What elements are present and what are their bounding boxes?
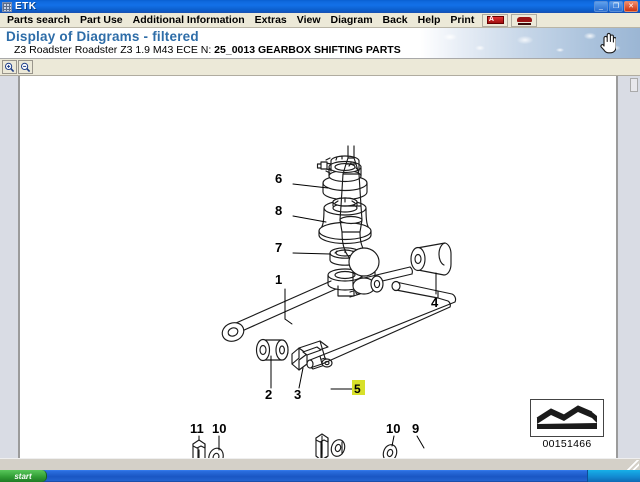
breadcrumb: Z3 Roadster Roadster Z3 1.9 M43 ECE N: 2… bbox=[6, 44, 401, 57]
callout-8: 8 bbox=[275, 203, 282, 218]
callout-11-left: 11 bbox=[190, 421, 204, 436]
left-rail bbox=[0, 76, 19, 458]
alert-red-icon bbox=[486, 15, 504, 24]
header-text-block: Display of Diagrams - filtered Z3 Roadst… bbox=[0, 28, 401, 57]
part-10-shapes bbox=[208, 439, 398, 458]
zoom-out-icon bbox=[21, 62, 31, 72]
callout-7: 7 bbox=[275, 240, 282, 255]
menu-extras[interactable]: Extras bbox=[254, 13, 287, 26]
callout-4: 4 bbox=[431, 295, 439, 310]
app-icon bbox=[2, 1, 12, 12]
page-title: Display of Diagrams - filtered bbox=[6, 29, 199, 44]
diagram-callouts: 6 8 7 1 4 2 3 5 11 10 11 10 10 9 10 12 1 bbox=[190, 171, 439, 436]
status-bar bbox=[0, 458, 640, 470]
breadcrumb-vehicle: Z3 Roadster Roadster Z3 1.9 M43 ECE N: bbox=[14, 44, 212, 56]
close-icon: ✕ bbox=[628, 3, 634, 10]
menu-view[interactable]: View bbox=[296, 13, 321, 26]
start-button[interactable]: start bbox=[0, 470, 47, 482]
callout-10-right: 10 bbox=[386, 421, 400, 436]
taskbar: start bbox=[0, 470, 640, 482]
menu-bar: Parts search Part Use Additional Informa… bbox=[0, 13, 640, 28]
window-title: ETK bbox=[15, 1, 37, 12]
callout-10-left: 10 bbox=[212, 421, 226, 436]
callout-5-highlight bbox=[352, 380, 365, 395]
application-window: ETK _ ❐ ✕ Parts search Part Use Addition… bbox=[0, 0, 640, 470]
drawing-symbol-frame bbox=[530, 399, 604, 437]
callout-6: 6 bbox=[275, 171, 282, 186]
part-5-shape bbox=[339, 145, 384, 295]
parts-diagram[interactable]: 6 8 7 1 4 2 3 5 11 10 11 10 10 9 10 12 1 bbox=[20, 76, 617, 458]
window-controls: _ ❐ ✕ bbox=[594, 1, 638, 12]
drawing-number-box: 00151466 bbox=[530, 399, 604, 450]
part-6-shape bbox=[316, 155, 368, 201]
close-button[interactable]: ✕ bbox=[624, 1, 638, 12]
breadcrumb-diagram-code: 25_0013 GEARBOX SHIFTING PARTS bbox=[214, 44, 401, 56]
right-rail bbox=[617, 76, 640, 458]
minimize-button[interactable]: _ bbox=[594, 1, 608, 12]
part-1-shape bbox=[221, 266, 413, 342]
resize-grip-icon[interactable] bbox=[627, 460, 639, 470]
zoom-in-button[interactable] bbox=[2, 60, 17, 74]
maximize-button[interactable]: ❐ bbox=[609, 1, 623, 12]
view-direction-icon bbox=[536, 405, 597, 429]
part-9-shape bbox=[306, 280, 457, 369]
callout-5-highlighted: 5 bbox=[354, 382, 361, 396]
vehicle-red-icon bbox=[516, 16, 533, 25]
scroll-thumb[interactable] bbox=[630, 78, 638, 92]
system-tray[interactable] bbox=[587, 470, 640, 482]
zoom-toolbar bbox=[0, 59, 640, 76]
menu-help[interactable]: Help bbox=[417, 13, 441, 26]
menu-parts-search[interactable]: Parts search bbox=[7, 13, 71, 26]
menu-part-use[interactable]: Part Use bbox=[80, 13, 123, 26]
zoom-in-icon bbox=[5, 62, 15, 72]
callout-2: 2 bbox=[265, 387, 272, 402]
menu-back[interactable]: Back bbox=[382, 13, 408, 26]
menu-print[interactable]: Print bbox=[450, 13, 475, 26]
part-2-shape bbox=[255, 338, 289, 362]
menu-additional-information[interactable]: Additional Information bbox=[132, 13, 245, 26]
diagram-canvas[interactable]: 6 8 7 1 4 2 3 5 11 10 11 10 10 9 10 12 1 bbox=[19, 76, 617, 458]
vehicle-toolbar-button[interactable] bbox=[511, 13, 538, 27]
zoom-out-button[interactable] bbox=[18, 60, 33, 74]
title-bar: ETK _ ❐ ✕ bbox=[0, 0, 640, 13]
hand-cursor-icon bbox=[600, 32, 616, 54]
content-area: 6 8 7 1 4 2 3 5 11 10 11 10 10 9 10 12 1 bbox=[0, 76, 640, 458]
part-4-shape bbox=[410, 242, 452, 276]
minimize-icon: _ bbox=[599, 3, 603, 10]
page-header: Display of Diagrams - filtered Z3 Roadst… bbox=[0, 28, 640, 59]
maximize-icon: ❐ bbox=[612, 3, 620, 10]
menu-diagram[interactable]: Diagram bbox=[330, 13, 373, 26]
alert-toolbar-button[interactable] bbox=[482, 13, 509, 27]
drawing-number: 00151466 bbox=[542, 438, 592, 450]
header-banner-graphic bbox=[420, 28, 640, 58]
callout-1: 1 bbox=[275, 272, 282, 287]
callout-9: 9 bbox=[412, 421, 419, 436]
callout-3: 3 bbox=[294, 387, 301, 402]
